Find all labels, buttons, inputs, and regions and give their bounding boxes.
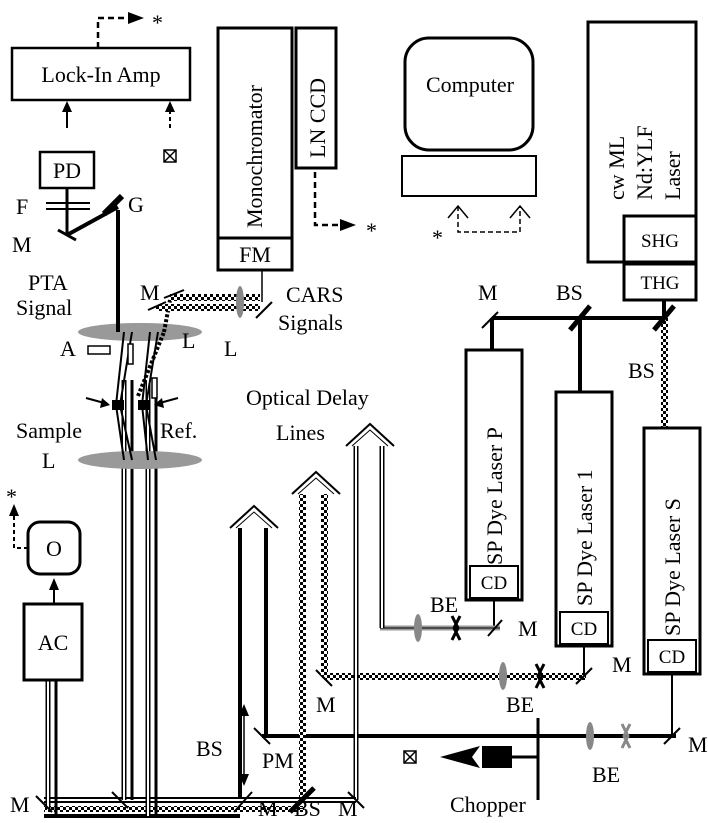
reference-label: Ref. [160, 418, 197, 443]
nd-ylf-laser: cw ML Nd:YLF Laser SHG THG [586, 20, 698, 302]
pd-label: PD [53, 158, 81, 183]
lock-in-amp-label: Lock-In Amp [41, 62, 160, 87]
bs-label-right: BS [628, 358, 655, 383]
be-label-p: BE [430, 592, 458, 617]
lock-in-input-arrows [62, 101, 177, 163]
pump-beams-top [481, 300, 676, 428]
dye-laser-1-label: SP Dye Laser 1 [572, 469, 597, 606]
ac-label: AC [38, 630, 69, 655]
lock-in-output-line [96, 12, 144, 48]
bs-label-bottom: BS [294, 796, 321, 821]
dye-1-output [315, 646, 593, 690]
dye-laser-s-label: SP Dye Laser S [660, 498, 685, 636]
dye-laser-s: SP Dye Laser S CD [642, 426, 702, 676]
mirror-label-p: M [518, 616, 538, 641]
mirror-label-b2: M [338, 796, 358, 821]
be-label-s: BE [592, 762, 620, 787]
laser-label-line3: Laser [660, 150, 685, 200]
chopper [403, 718, 540, 800]
mirror-label-cars: M [140, 280, 160, 305]
dye-s-output [262, 674, 681, 750]
cd-label-p: CD [481, 573, 507, 594]
mirror-label-1: M [612, 652, 632, 677]
mirror-label-pta: M [12, 232, 32, 257]
mirror-label-s: M [688, 732, 708, 757]
lock-in-amp: Lock-In Amp [10, 46, 192, 102]
aperture-label: A [60, 336, 76, 361]
dye-laser-p-label: SP Dye Laser P [482, 427, 507, 565]
ccd-star: * [366, 218, 377, 243]
delay-line-1 [291, 470, 341, 800]
monochromator-label: Monochromator [242, 84, 267, 228]
thg-label: THG [640, 273, 679, 294]
autocorrelator: AC [22, 602, 84, 682]
fm-label: FM [239, 242, 271, 267]
cars-signals-label: Signals [278, 310, 343, 335]
lens-label-upper: L [182, 328, 195, 353]
dye-laser-p: SP Dye Laser P CD [464, 348, 524, 602]
mirror-label-b1: M [258, 796, 278, 821]
sample-label: Sample [16, 418, 82, 443]
lens-label-cars: L [224, 336, 237, 361]
ln-ccd-label: LN CCD [305, 78, 330, 158]
delay-line-s [229, 504, 279, 800]
grating-label: G [128, 192, 144, 217]
optical-delay-label: Optical Delay [246, 385, 369, 410]
computer-label: Computer [426, 72, 515, 97]
pm-label: PM [262, 748, 294, 773]
computer: Computer [401, 36, 537, 197]
bs-label-top: BS [556, 280, 583, 305]
cars-label: CARS [286, 282, 343, 307]
computer-star: * [432, 225, 443, 250]
cd-label-1: CD [571, 619, 597, 640]
mirror-label-top: M [478, 280, 498, 305]
laser-label-line2: Nd:YLF [632, 125, 657, 200]
monochromator: Monochromator LN CCD FM [216, 26, 338, 272]
be-label-1: BE [506, 692, 534, 717]
pta-label: PTA [28, 270, 68, 295]
mirror-label-delay2: M [316, 692, 336, 717]
pta-signal-label: Signal [16, 295, 72, 320]
computer-cables [447, 204, 531, 233]
mirror-label-bl: M [10, 792, 30, 817]
lens-label-lower: L [42, 448, 55, 473]
filter-label: F [16, 194, 28, 219]
oscilloscope-label: O [46, 536, 62, 561]
optical-delay-lines-label: Lines [276, 420, 325, 445]
lock-in-star: * [152, 10, 163, 35]
delay-line-p [345, 422, 395, 800]
dye-p-output [380, 600, 503, 642]
dye-laser-1: SP Dye Laser 1 CD [554, 390, 614, 648]
shg-label: SHG [641, 231, 679, 252]
photodiode: PD [38, 150, 96, 190]
sample-region [78, 210, 273, 469]
oscilloscope-star: * [6, 484, 17, 509]
ccd-output-line [313, 172, 356, 231]
laser-label-line1: cw ML [604, 136, 629, 200]
bs-label-left: BS [196, 736, 223, 761]
oscilloscope: O [9, 504, 82, 604]
cd-label-s: CD [659, 647, 685, 668]
chopper-label: Chopper [450, 792, 526, 817]
